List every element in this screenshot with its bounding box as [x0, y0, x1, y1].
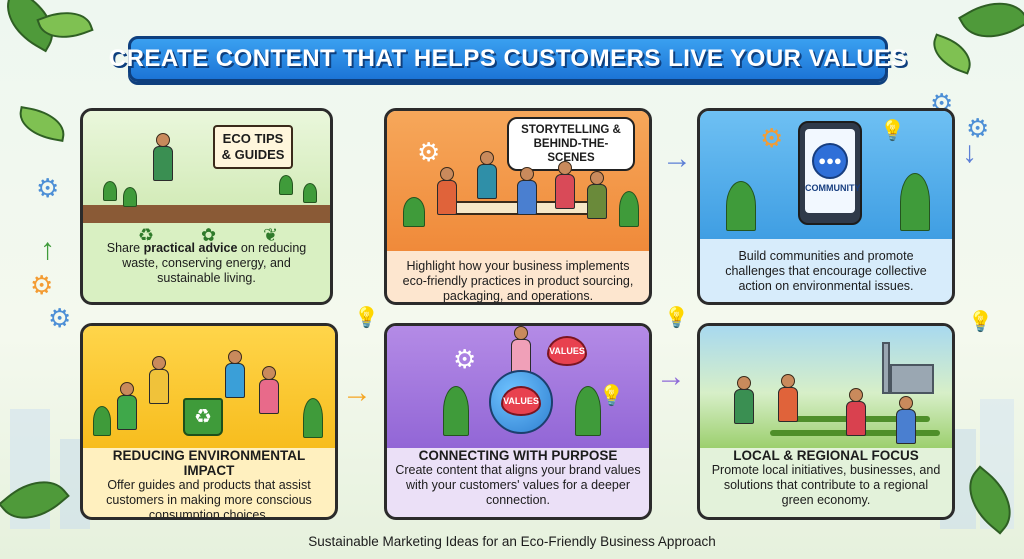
eco-tips-text-bold: practical advice [143, 241, 238, 255]
values-heart-icon: VALUES [547, 336, 587, 366]
card-connecting-purpose: VALUES VALUES ⚙ 💡 CONNECTING WITH PURPOS… [384, 323, 652, 520]
factory-icon [890, 364, 934, 394]
plant-icon [303, 398, 323, 438]
lightbulb-icon: 💡 [880, 120, 905, 142]
reducing-impact-heading: REDUCING ENVIRONMENTAL IMPACT [112, 448, 306, 478]
farmer-figure [778, 374, 798, 422]
plant-icon [403, 197, 425, 227]
local-focus-description: Promote local initiatives, businesses, a… [711, 463, 941, 507]
family-member-figure [149, 356, 169, 404]
gear-icon: ⚙ [48, 303, 72, 333]
soil [83, 205, 330, 223]
card-community: ●●● COMMUNITY ⚙ 💡 Build communities and … [697, 108, 955, 305]
plant-icon [279, 175, 293, 195]
reducing-impact-text: REDUCING ENVIRONMENTAL IMPACT Offer guid… [91, 448, 327, 520]
plant-icon [103, 181, 117, 201]
card-eco-tips: ECO TIPS & GUIDES ♻ ✿ ❦ Share practical … [80, 108, 333, 305]
team-member-figure [437, 167, 457, 215]
reducing-impact-description: Offer guides and products that assist cu… [106, 478, 312, 520]
plant-icon [575, 386, 601, 436]
values-heart-icon: VALUES [501, 386, 541, 416]
gardener-figure [153, 133, 173, 181]
connecting-purpose-heading: CONNECTING WITH PURPOSE [418, 448, 618, 463]
sprout-icon: ✿ [201, 225, 217, 245]
leaf-decoration [15, 106, 69, 142]
family-member-figure [225, 350, 245, 398]
lightbulb-icon: 💡 [968, 311, 993, 333]
family-member-figure [117, 382, 137, 430]
local-focus-heading: LOCAL & REGIONAL FOCUS [733, 448, 919, 463]
card-reducing-impact: ♻ REDUCING ENVIRONMENTAL IMPACT Offer gu… [80, 323, 338, 520]
card-storytelling: STORYTELLING & BEHIND-THE-SCENES ⚙ Highl… [384, 108, 652, 305]
farmer-figure [734, 376, 754, 424]
arrow-right-icon: → [662, 142, 692, 175]
eco-tips-text-post: on reducing waste, conserving energy, an… [122, 241, 307, 285]
connecting-purpose-description: Create content that aligns your brand va… [395, 463, 641, 507]
storytelling-scene: STORYTELLING & BEHIND-THE-SCENES [387, 111, 649, 251]
gear-icon: ⚙ [966, 113, 990, 143]
gear-icon: ⚙ [760, 123, 784, 153]
team-member-figure [555, 161, 575, 209]
leaf-decoration [958, 0, 1024, 53]
recycle-icon: ♻ [138, 225, 155, 245]
footer-caption: Sustainable Marketing Ideas for an Eco-F… [308, 534, 716, 549]
community-scene: ●●● COMMUNITY [700, 111, 952, 239]
community-group-icon: ●●● [812, 143, 848, 179]
eco-tips-text-pre: Share [106, 241, 144, 255]
storytelling-description: Highlight how your business implements e… [402, 259, 634, 303]
eco-tips-scene: ECO TIPS & GUIDES [83, 111, 330, 223]
local-focus-text: LOCAL & REGIONAL FOCUS Promote local ini… [708, 448, 944, 508]
recycling-bin-icon: ♻ [183, 398, 223, 436]
plant-icon [93, 406, 111, 436]
gear-icon: ⚙ [36, 173, 60, 203]
leaf-decoration [926, 33, 978, 75]
lightbulb-icon: 💡 [354, 307, 379, 329]
plant-icon [619, 191, 639, 227]
connecting-purpose-text: CONNECTING WITH PURPOSE Create content t… [395, 448, 641, 508]
woman-figure [511, 326, 535, 374]
community-description: Build communities and promote challenges… [725, 249, 927, 293]
phone-screen: ●●● COMMUNITY [805, 129, 861, 213]
community-label: COMMUNITY [805, 183, 861, 193]
hand-plant-icon: ❦ [263, 225, 279, 245]
card-local-focus: LOCAL & REGIONAL FOCUS Promote local ini… [697, 323, 955, 520]
plant-icon [726, 181, 756, 231]
plant-icon [900, 173, 930, 231]
arrow-down-icon: ↓ [962, 136, 977, 169]
team-member-figure [477, 151, 497, 199]
arrow-up-icon: ↑ [40, 233, 55, 266]
plant-icon [123, 187, 137, 207]
eco-tips-sign: ECO TIPS & GUIDES [213, 125, 293, 169]
family-recycling-scene: ♻ [83, 326, 335, 448]
smartphone: ●●● COMMUNITY [798, 121, 862, 225]
farmer-figure [896, 396, 916, 444]
factory-chimney [882, 342, 890, 394]
gear-icon: ⚙ [453, 344, 477, 374]
plant-icon [443, 386, 469, 436]
team-member-figure [587, 171, 607, 219]
lightbulb-icon: 💡 [599, 385, 624, 407]
gear-icon: ⚙ [30, 270, 54, 300]
team-member-figure [517, 167, 537, 215]
plant-icon [303, 183, 317, 203]
farm-field-scene [700, 326, 952, 448]
farmer-figure [846, 388, 866, 436]
arrow-right-icon: → [342, 376, 372, 409]
arrow-right-icon: → [656, 360, 686, 393]
family-member-figure [259, 366, 279, 414]
title-banner: CREATE CONTENT THAT HELPS CUSTOMERS LIVE… [109, 36, 907, 82]
eco-tips-description: Share practical advice on reducing waste… [91, 241, 322, 286]
gear-icon: ⚙ [417, 137, 441, 167]
values-scene: VALUES VALUES [387, 326, 649, 448]
page-title: CREATE CONTENT THAT HELPS CUSTOMERS LIVE… [108, 45, 908, 72]
lightbulb-icon: 💡 [664, 307, 689, 329]
